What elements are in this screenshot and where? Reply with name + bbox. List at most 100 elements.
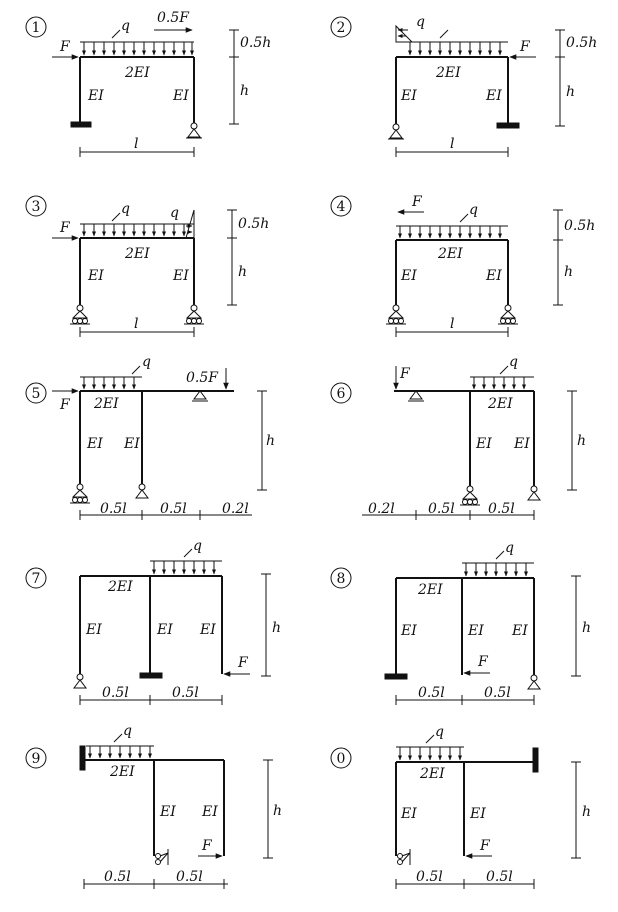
span-dimension (362, 510, 535, 520)
distributed-load-q (470, 365, 534, 390)
beam-stiffness-label: 2EI (437, 246, 463, 262)
q-label: q (193, 538, 202, 554)
right-column-stiffness-label: EI (485, 88, 502, 104)
problem-0: 0 q F 2EI EI EI (330, 724, 591, 889)
left-column-stiffness-label: EI (87, 268, 104, 284)
F-label: F (59, 39, 71, 55)
q-label: q (435, 724, 444, 740)
vertical-dimension (229, 29, 239, 125)
vertical-dimension (571, 761, 581, 859)
pinned-support-beam (192, 390, 208, 402)
problem-3: 3 q q F 2EI EI EI (25, 195, 269, 337)
distributed-load-q (396, 29, 508, 56)
dim-h-label: h (566, 84, 575, 100)
span-dimension (395, 879, 535, 889)
distributed-load-q (86, 733, 154, 759)
F-label: F (411, 194, 423, 210)
col2-stiffness-label: EI (201, 804, 218, 820)
side-q-label: q (416, 14, 425, 30)
distributed-load-q (396, 213, 508, 239)
fixed-support-right-wall (532, 747, 539, 773)
F-label: F (201, 838, 213, 854)
svg-text:7: 7 (32, 571, 41, 587)
vertical-dimension (553, 209, 563, 306)
dim-h-label: h (273, 803, 282, 819)
beam-stiffness-label: 2EI (109, 764, 135, 780)
dim-0.5h-label: 0.5h (564, 218, 595, 234)
fixed-support-left (384, 673, 408, 680)
span-dimension (79, 327, 195, 337)
right-column-stiffness-label: EI (172, 268, 189, 284)
left-column-stiffness-label: EI (400, 268, 417, 284)
pinned-support-beam (408, 390, 424, 402)
pinned-support-right (527, 674, 541, 690)
svg-text:5: 5 (32, 386, 41, 402)
col2-stiffness-label: EI (156, 622, 173, 638)
half-F-label: 0.5F (157, 10, 190, 26)
roller-support-right (184, 304, 204, 325)
half-F-label: 0.5F (186, 370, 219, 386)
fixed-support (496, 122, 520, 129)
q-label: q (121, 201, 130, 217)
right-column-stiffness-label: EI (172, 88, 189, 104)
problem-1: 1 q F 0.5F 2EI EI EI (25, 10, 271, 157)
dim-h-label: h (238, 264, 247, 280)
distributed-load-q (80, 365, 142, 390)
fixed-support (70, 121, 92, 128)
q-label: q (121, 18, 130, 34)
problem-number-badge: 2 (330, 16, 352, 38)
seg2-label: 0.5l (428, 501, 455, 517)
vertical-dimension (261, 573, 271, 677)
pinned-support-right (527, 485, 541, 501)
svg-text:8: 8 (337, 571, 346, 587)
side-load-triangle (395, 24, 414, 43)
F-label: F (519, 39, 531, 55)
span-dimension (395, 147, 509, 157)
sliding-support (397, 849, 411, 865)
distributed-load-q (80, 212, 194, 237)
pinned-support (388, 123, 404, 140)
F-label: F (59, 220, 71, 236)
col2-stiffness-label: EI (469, 806, 486, 822)
dim-0.5h-label: 0.5h (240, 35, 271, 51)
beam-stiffness-label: 2EI (124, 65, 150, 81)
left-column-stiffness-label: EI (400, 88, 417, 104)
problem-9: 9 q F 2EI EI EI (25, 723, 282, 889)
col3-stiffness-label: EI (511, 623, 528, 639)
roller-support-left (386, 304, 406, 325)
span-l-label: l (450, 136, 454, 152)
seg1-label: 0.2l (368, 501, 395, 517)
roller-support-left (70, 483, 90, 504)
problem-number-badge: 6 (330, 382, 352, 404)
seg1-label: 0.5l (418, 685, 445, 701)
beam-stiffness-label: 2EI (435, 65, 461, 81)
seg1-label: 0.5l (104, 869, 131, 885)
problem-number-badge: 4 (330, 195, 352, 217)
svg-text:9: 9 (32, 751, 41, 767)
right-column-stiffness-label: EI (485, 268, 502, 284)
vertical-dimension (257, 390, 267, 491)
beam-stiffness-label: 2EI (487, 396, 513, 412)
span-dimension (79, 695, 223, 705)
span-dimension (83, 879, 228, 889)
vertical-dimension (227, 209, 237, 306)
dim-0.5h-label: 0.5h (238, 216, 269, 232)
problem-number-badge: 8 (330, 567, 352, 589)
pinned-support-left (73, 673, 87, 689)
dim-h-label: h (577, 433, 586, 449)
q-label: q (469, 202, 478, 218)
col1-stiffness-label: EI (400, 623, 417, 639)
distributed-load-q (462, 550, 534, 577)
pinned-support (186, 122, 202, 139)
problem-number-badge: 0 (330, 747, 352, 769)
col1-stiffness-label: EI (400, 806, 417, 822)
problem-number-badge: 3 (25, 195, 47, 217)
seg3-label: 0.2l (222, 501, 249, 517)
F-label: F (399, 366, 411, 382)
seg2-label: 0.5l (486, 869, 513, 885)
vertical-dimension (571, 575, 581, 677)
beam-stiffness-label: 2EI (419, 766, 445, 782)
q-label: q (509, 354, 518, 370)
seg1-label: 0.5l (100, 501, 127, 517)
